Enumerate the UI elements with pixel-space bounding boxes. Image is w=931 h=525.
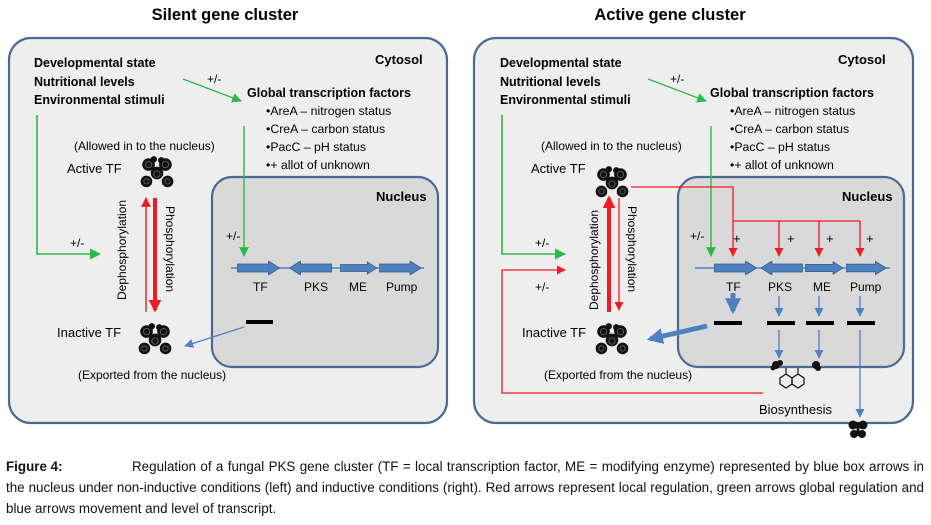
- global-tf-item-area: •AreA – nitrogen status: [730, 104, 855, 118]
- stimulus-environmental: Environmental stimuli: [500, 93, 631, 107]
- stimulus-nutritional: Nutritional levels: [500, 75, 601, 89]
- stimulus-environmental: Environmental stimuli: [34, 93, 165, 107]
- local-regulation-line: [631, 186, 860, 222]
- active-tf-label: Active TF: [67, 161, 122, 176]
- global-tf-item-area: •AreA – nitrogen status: [266, 104, 391, 118]
- inactive-tf-label: Inactive TF: [57, 325, 121, 340]
- global-tf-item-unknown: •+ allot of unknown: [266, 158, 370, 172]
- export-arrow: [184, 326, 245, 348]
- figure-caption-label: Figure 4:: [6, 459, 63, 474]
- gene-label-me: ME: [349, 280, 367, 294]
- global-tf-title: Global transcription factors: [710, 86, 874, 100]
- gene-label-pump: Pump: [386, 280, 418, 294]
- figure-caption-text: Regulation of a fungal PKS gene cluster …: [6, 459, 924, 516]
- global-tf-item-pacc: •PacC – pH status: [730, 140, 830, 154]
- biosynthesis-label: Biosynthesis: [759, 402, 832, 417]
- exported-from-nucleus-note: (Exported from the nucleus): [544, 368, 692, 382]
- plus-minus-nucleus: +/-: [690, 229, 704, 243]
- global-tf-item-unknown: •+ allot of unknown: [730, 158, 834, 172]
- exported-from-nucleus-note: (Exported from the nucleus): [78, 368, 226, 382]
- export-arrow: [646, 323, 708, 344]
- silent-panel: Cytosol Nucleus Developmental state Nutr…: [7, 36, 449, 425]
- global-regulation-arrow-left: [501, 115, 567, 260]
- global-regulation-arrow: [182, 78, 242, 103]
- silent-cluster-title: Silent gene cluster: [152, 6, 299, 24]
- plus-minus-left: +/-: [70, 236, 84, 250]
- plus-sign-me: +: [826, 231, 834, 246]
- global-tf-item-crea: •CreA – carbon status: [266, 122, 385, 136]
- active-panel: Cytosol Nucleus Developmental state Nutr…: [472, 36, 915, 438]
- plus-minus-nucleus: +/-: [226, 229, 240, 243]
- nucleus-label: Nucleus: [376, 189, 427, 204]
- phosphorylation-label: Phosphorylation: [163, 206, 177, 292]
- gene-label-pks: PKS: [304, 280, 328, 294]
- cytosol-label: Cytosol: [838, 52, 886, 67]
- nucleus-label: Nucleus: [842, 189, 893, 204]
- product-feedback-arrow: [501, 265, 763, 394]
- plus-minus-left-a: +/-: [535, 236, 549, 250]
- phosphorylation-label: Phosphorylation: [625, 206, 639, 292]
- stimulus-nutritional: Nutritional levels: [34, 75, 135, 89]
- product-icon: [848, 420, 868, 438]
- gene-label-tf: TF: [253, 280, 268, 294]
- gene-label-me: ME: [813, 280, 831, 294]
- active-cluster-title: Active gene cluster: [594, 6, 746, 24]
- plus-minus-top: +/-: [207, 72, 221, 86]
- plus-minus-top: +/-: [670, 72, 684, 86]
- global-tf-item-pacc: •PacC – pH status: [266, 140, 366, 154]
- figure-caption: Figure 4:Regulation of a fungal PKS gene…: [6, 456, 924, 519]
- global-tf-title: Global transcription factors: [247, 86, 411, 100]
- allowed-into-nucleus-note: (Allowed in to the nucleus): [541, 139, 682, 153]
- stimulus-developmental: Developmental state: [500, 56, 622, 70]
- inactive-tf-label: Inactive TF: [522, 325, 586, 340]
- plus-sign-tf: +: [733, 231, 741, 246]
- plus-sign-pks: +: [787, 231, 795, 246]
- gene-label-tf: TF: [726, 280, 741, 294]
- allowed-into-nucleus-note: (Allowed in to the nucleus): [74, 139, 215, 153]
- plus-sign-pump: +: [866, 231, 874, 246]
- active-tf-label: Active TF: [531, 161, 586, 176]
- dephosphorylation-label: Dephosphorylation: [587, 210, 601, 310]
- dephosphorylation-label: Dephosphorylation: [115, 200, 129, 300]
- pks-regulation-figure: Silent gene cluster Active gene cluster …: [7, 6, 915, 438]
- gene-label-pks: PKS: [768, 280, 792, 294]
- global-regulation-arrow: [647, 78, 707, 103]
- global-regulation-arrow-left: [36, 115, 102, 260]
- plus-minus-left-b: +/-: [535, 280, 549, 294]
- cytosol-label: Cytosol: [375, 52, 423, 67]
- global-tf-item-crea: •CreA – carbon status: [730, 122, 849, 136]
- stimulus-developmental: Developmental state: [34, 56, 156, 70]
- gene-label-pump: Pump: [850, 280, 882, 294]
- metabolite-icon: [770, 360, 821, 389]
